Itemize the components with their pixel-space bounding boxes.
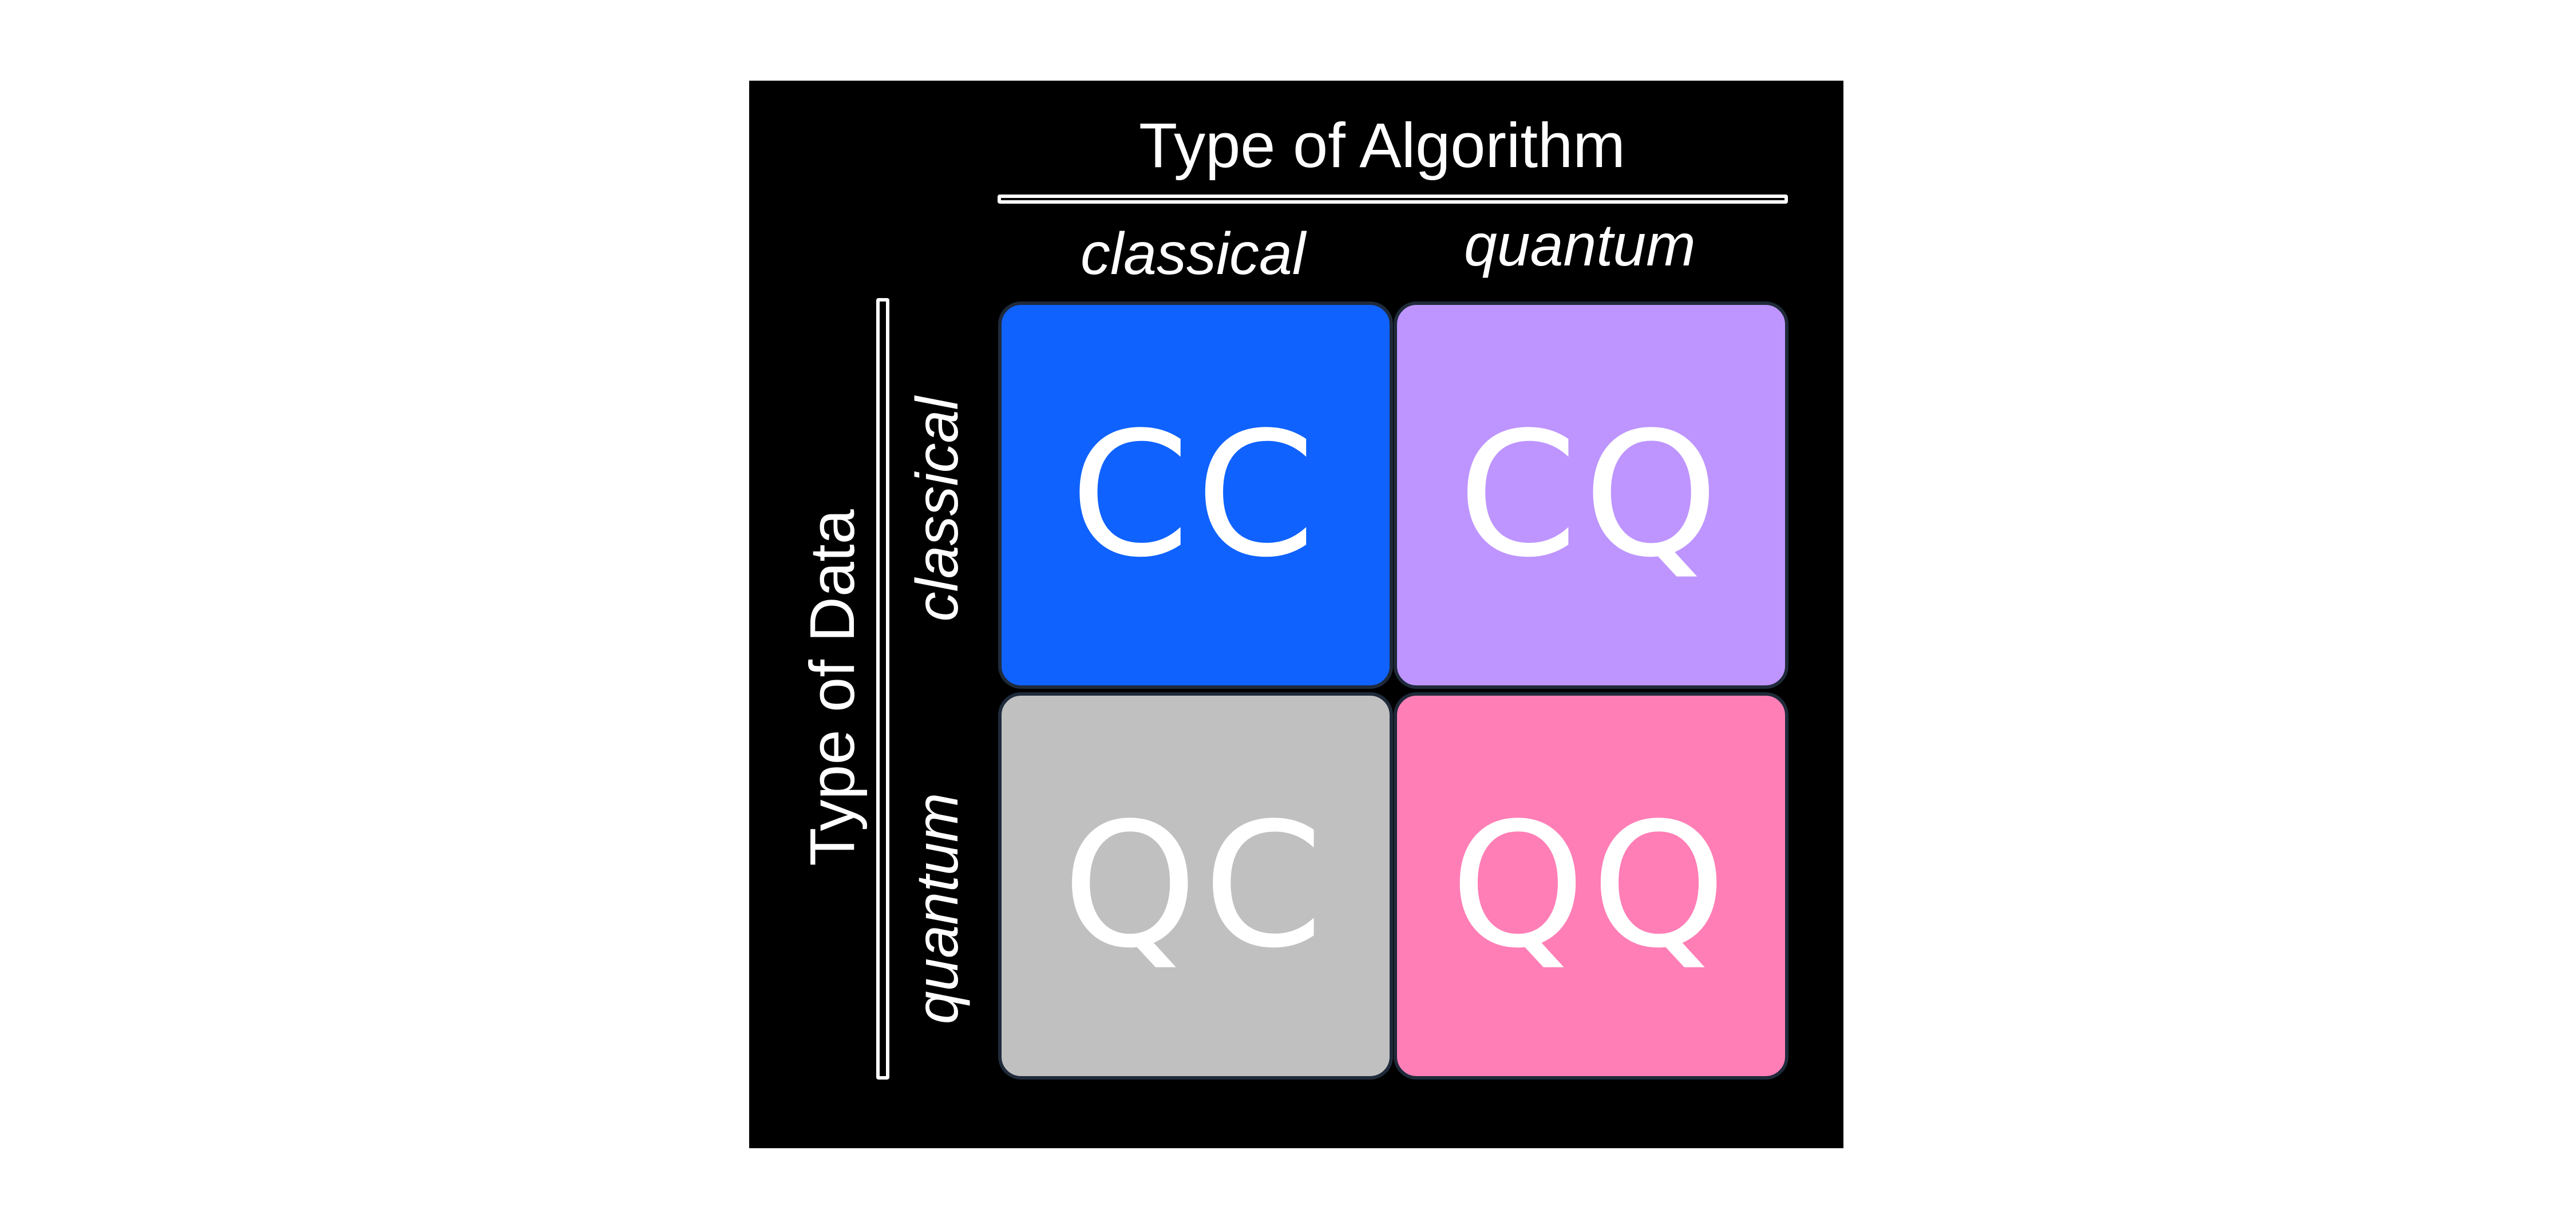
row-label-classical: classical [904, 396, 971, 622]
row-label-quantum: quantum [904, 792, 971, 1025]
algorithm-axis-bar [998, 195, 1788, 204]
cell-cq-label: CQ [1458, 395, 1724, 595]
cell-cc: CC [998, 301, 1393, 689]
algorithm-axis-title: Type of Algorithm [1139, 110, 1625, 181]
cell-cc-label: CC [1070, 395, 1321, 595]
cell-qc-label: QC [1062, 785, 1329, 986]
cell-qc: QC [998, 692, 1393, 1080]
column-label-quantum: quantum [1464, 212, 1696, 279]
cell-qq: QQ [1394, 692, 1788, 1080]
data-axis-title: Type of Data [797, 509, 868, 866]
cell-qq-label: QQ [1450, 785, 1732, 986]
data-axis-bar [876, 298, 889, 1080]
column-label-classical: classical [1081, 221, 1305, 287]
cell-cq: CQ [1394, 301, 1788, 689]
